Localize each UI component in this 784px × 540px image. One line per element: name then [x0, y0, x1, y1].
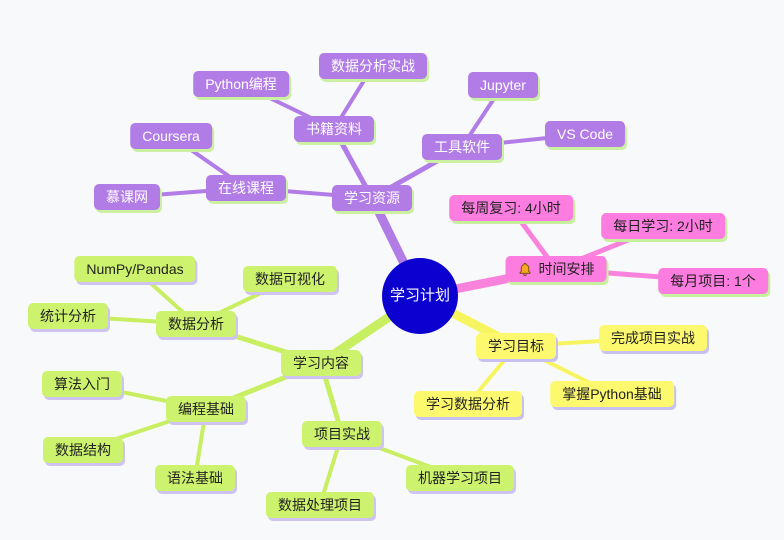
mindmap-node-syntax-basics[interactable]: 语法基础: [155, 465, 235, 491]
mindmap-node-data-viz[interactable]: 数据可视化: [243, 266, 337, 292]
node-label: VS Code: [556, 126, 614, 142]
node-label: Python编程: [205, 76, 277, 92]
node-label: 学习资源: [344, 190, 400, 206]
node-label: 每周复习: 4小时: [461, 200, 561, 216]
mindmap-node-content[interactable]: 学习内容: [281, 350, 361, 376]
mindmap-node-finish-projects[interactable]: 完成项目实战: [599, 325, 707, 351]
mindmap-node-numpy-pandas[interactable]: NumPy/Pandas: [74, 256, 196, 282]
mindmap-node-online-courses[interactable]: 在线课程: [206, 175, 286, 201]
node-label: 学习数据分析: [426, 396, 510, 412]
mindmap-node-statistics[interactable]: 统计分析: [28, 303, 108, 329]
node-label: 数据处理项目: [278, 497, 362, 513]
mindmap-node-algorithms[interactable]: 算法入门: [42, 371, 122, 397]
mindmap-node-tools[interactable]: 工具软件: [422, 134, 502, 160]
mindmap-node-python-programming[interactable]: Python编程: [193, 71, 289, 97]
mindmap-node-weekly-review[interactable]: 每周复习: 4小时: [449, 195, 573, 221]
mindmap-node-data-analysis-practice[interactable]: 数据分析实战: [319, 53, 427, 79]
node-label: 学习计划: [389, 287, 450, 304]
mindmap-node-data-structures[interactable]: 数据结构: [43, 437, 123, 463]
mindmap-node-schedule[interactable]: 时间安排: [505, 256, 607, 282]
mindmap-node-root[interactable]: 学习计划: [382, 258, 458, 334]
node-label: Coursera: [142, 128, 200, 144]
node-label: 时间安排: [538, 261, 595, 277]
mindmap-node-books[interactable]: 书籍资料: [294, 116, 374, 142]
node-label: NumPy/Pandas: [86, 261, 184, 277]
mindmap-node-data-analysis[interactable]: 数据分析: [156, 311, 236, 337]
node-label: 语法基础: [167, 470, 223, 486]
mindmap-node-data-processing-project[interactable]: 数据处理项目: [266, 492, 374, 518]
node-label: 完成项目实战: [611, 330, 695, 346]
node-label: 编程基础: [178, 401, 234, 417]
node-label: 书籍资料: [306, 121, 362, 137]
node-label: Jupyter: [480, 77, 526, 93]
mindmap-node-vscode[interactable]: VS Code: [544, 121, 626, 147]
mindmap-node-goals[interactable]: 学习目标: [476, 333, 556, 359]
node-label: 学习目标: [488, 338, 544, 354]
mindmap-node-projects[interactable]: 项目实战: [302, 421, 382, 447]
node-label: 掌握Python基础: [562, 386, 662, 402]
node-label: 数据结构: [55, 442, 111, 458]
mindmap-node-jupyter[interactable]: Jupyter: [468, 72, 538, 98]
mindmap-node-coursera[interactable]: Coursera: [130, 123, 212, 149]
node-label: 慕课网: [106, 189, 148, 205]
mindmap-node-ml-project[interactable]: 机器学习项目: [406, 465, 514, 491]
node-label: 每日学习: 2小时: [613, 218, 713, 234]
node-label: 每月项目: 1个: [670, 273, 756, 289]
mindmap-node-master-python[interactable]: 掌握Python基础: [550, 381, 674, 407]
mindmap-node-learning-resources[interactable]: 学习资源: [332, 185, 412, 211]
node-label: 项目实战: [314, 426, 370, 442]
node-label: 机器学习项目: [418, 470, 502, 486]
bell-icon: [518, 262, 533, 277]
node-label: 在线课程: [218, 180, 274, 196]
mindmap-node-learn-data-analysis[interactable]: 学习数据分析: [414, 391, 522, 417]
mindmap-node-programming-basics[interactable]: 编程基础: [166, 396, 246, 422]
node-label: 学习内容: [293, 355, 349, 371]
node-label: 数据可视化: [255, 271, 325, 287]
node-label: 算法入门: [54, 376, 110, 392]
node-label: 统计分析: [40, 308, 96, 324]
mindmap-node-monthly-project[interactable]: 每月项目: 1个: [658, 268, 768, 294]
mindmap-node-mooc[interactable]: 慕课网: [94, 184, 160, 210]
node-label: 数据分析实战: [331, 58, 415, 74]
node-label: 工具软件: [434, 139, 490, 155]
node-label: 数据分析: [168, 316, 224, 332]
mindmap-node-daily-study[interactable]: 每日学习: 2小时: [601, 213, 725, 239]
